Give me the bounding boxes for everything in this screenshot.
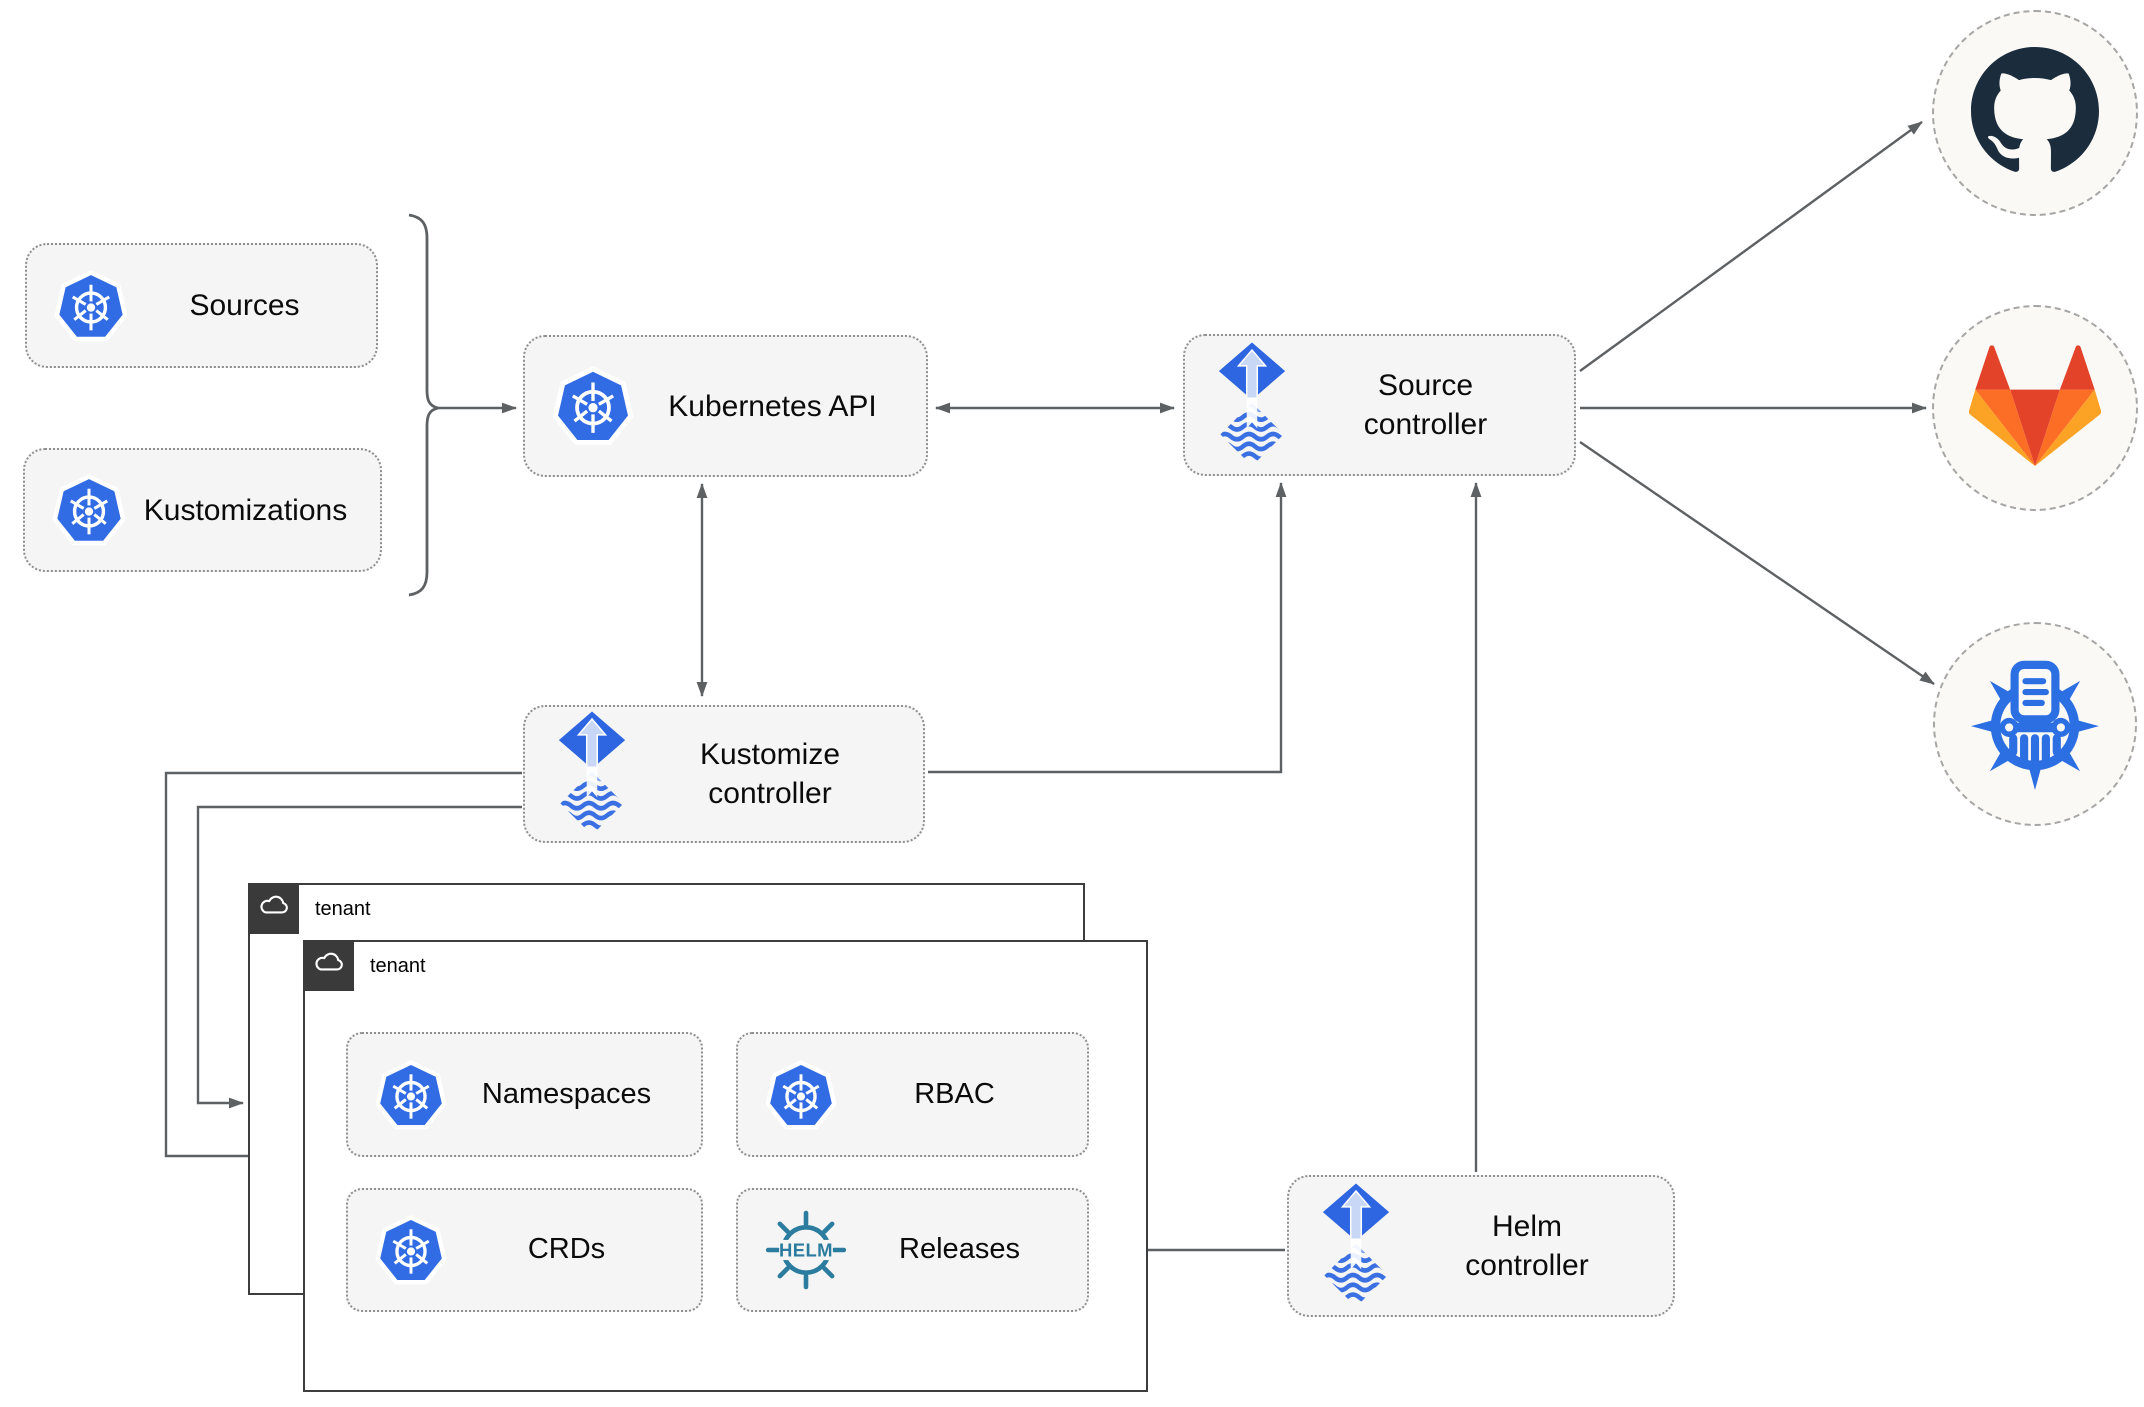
node-sources: Sources [25,243,378,368]
node-releases: HELM Releases [736,1188,1089,1312]
node-label: CRDs [527,1233,606,1266]
tenant-box-front: tenant Namespaces [303,940,1148,1392]
kubernetes-icon [764,1058,838,1132]
svg-text:HELM: HELM [779,1239,833,1260]
node-source-controller: Source controller [1183,334,1576,476]
arrow-kustomize-controller-to-tenant-1 [196,805,522,1109]
bracket-sources-group [408,213,439,597]
cloud-icon [312,951,346,980]
arrow-kustomize-controller-to-source-controller [928,482,1287,774]
flux-icon [1315,1182,1397,1310]
flux-icon [551,710,633,838]
node-label: Sources [189,289,300,322]
node-rbac: RBAC [736,1032,1089,1157]
gitlab-icon [1968,340,2102,477]
endpoint-registry [1933,622,2137,826]
node-label: Source controller [1363,369,1488,441]
node-label: Kubernetes API [668,389,877,423]
tenant-label: tenant [315,898,371,920]
endpoint-gitlab [1932,305,2138,511]
github-icon [1971,46,2099,180]
kubernetes-icon [51,472,127,548]
node-kubernetes-api: Kubernetes API [523,335,928,477]
registry-wheel-icon [1967,654,2103,795]
tenant-label: tenant [370,955,426,977]
node-helm-controller: Helm controller [1287,1175,1675,1317]
kubernetes-icon [374,1213,448,1287]
node-label: Helm controller [1465,1210,1589,1282]
arrow-source-controller-to-github [1579,121,1923,372]
endpoint-github [1932,10,2138,216]
kubernetes-icon [53,268,129,344]
node-label: Kustomize controller [699,738,841,810]
helm-icon: HELM [764,1208,848,1292]
node-label: Releases [899,1233,1020,1266]
arrow-kustomize-controller-to-tenant-2 [164,771,522,1162]
tenant-tab [303,940,354,991]
cloud-icon [257,894,291,923]
node-crds: CRDs [346,1188,703,1312]
arrow-source-controller-to-registry [1579,441,1935,685]
kubernetes-icon [551,364,635,448]
node-kustomizations: Kustomizations [23,448,382,572]
node-label: Namespaces [481,1077,652,1110]
node-namespaces: Namespaces [346,1032,703,1157]
node-kustomize-controller: Kustomize controller [523,705,925,843]
node-label: Kustomizations [143,493,348,527]
node-label: RBAC [914,1077,995,1110]
tenant-tab [248,883,299,934]
kubernetes-icon [374,1058,448,1132]
flux-icon [1211,341,1293,469]
